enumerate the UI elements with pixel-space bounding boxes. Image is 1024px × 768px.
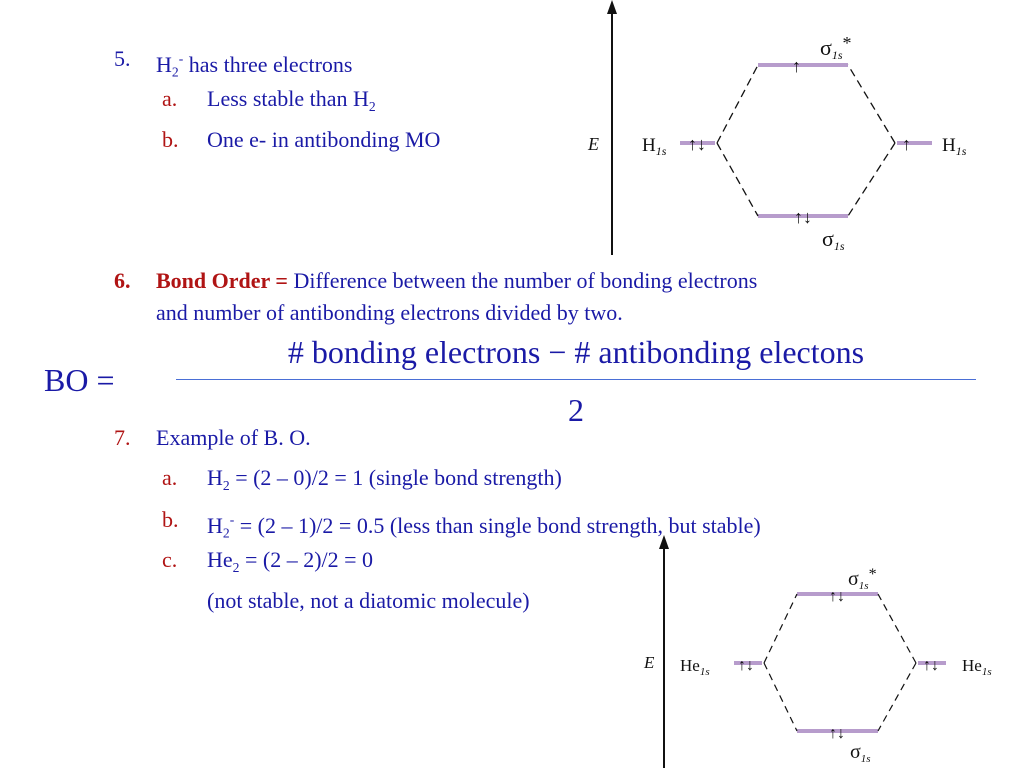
- item-5-text: H2- has three electrons: [156, 51, 353, 80]
- fraction-bar: [176, 379, 976, 380]
- item-5b-label: b.: [162, 127, 179, 152]
- energy-axis-label: E: [643, 653, 655, 672]
- item-5-number: 5.: [114, 46, 131, 71]
- antibonding-electron-spin: ↑: [792, 56, 801, 76]
- item-5: 5.: [114, 46, 131, 72]
- item-7-text: Example of B. O.: [156, 425, 311, 450]
- item-7-number: 7.: [114, 425, 131, 450]
- antibonding-orbital-label: σ1s*: [820, 33, 852, 62]
- left-electron-spin: ↑↓: [738, 657, 754, 674]
- item-6-text: Bond Order = Difference between the numb…: [156, 268, 758, 293]
- item-6-text-line2: and number of antibonding electrons divi…: [156, 300, 623, 325]
- bonding-electron-spin: ↑↓: [829, 725, 845, 742]
- correlation-lines: [716, 64, 896, 217]
- bonding-orbital-label: σ1s: [850, 741, 871, 765]
- energy-axis-arrow: [659, 535, 669, 549]
- left-electron-spin: ↑↓: [688, 134, 706, 154]
- item-7c-label: c.: [162, 547, 178, 572]
- bonding-electron-spin: ↑↓: [794, 207, 812, 227]
- item-7a-label: a.: [162, 465, 178, 490]
- left-atom-label: He1s: [680, 656, 710, 678]
- equation-numerator: # bonding electrons − # antibonding elec…: [287, 334, 865, 370]
- right-atom-label: H1s: [942, 135, 967, 158]
- item-7b-label: b.: [162, 507, 179, 532]
- item-7a-text: H2 = (2 – 0)/2 = 1 (single bond strength…: [207, 465, 562, 493]
- item-7b-text: H2- = (2 – 1)/2 = 0.5 (less than single …: [207, 512, 761, 541]
- energy-axis-arrow: [607, 0, 617, 14]
- item-5a-text: Less stable than H2: [207, 86, 376, 114]
- antibonding-orbital-label: σ1s*: [848, 566, 877, 592]
- equation-lhs: BO =: [44, 362, 115, 398]
- item-5b-text: One e- in antibonding MO: [207, 127, 441, 152]
- correlation-lines: [763, 593, 917, 732]
- mo-diagram-h2-anion: E H1s H1s ↑↓ ↑ ↑ ↑↓ σ1s* σ1s: [587, 0, 967, 255]
- bonding-orbital-label: σ1s: [822, 226, 845, 253]
- energy-axis-label: E: [587, 134, 599, 154]
- item-7c-text: He2 = (2 – 2)/2 = 0: [207, 547, 374, 575]
- right-atom-label: He1s: [962, 656, 992, 678]
- item-5a-label: a.: [162, 86, 178, 111]
- mo-diagram-he2: E He1s He1s ↑↓ ↑↓ ↑↓ ↑↓ σ1s* σ1s: [643, 535, 992, 768]
- antibonding-electron-spin: ↑↓: [829, 588, 845, 605]
- equation-denominator: 2: [568, 392, 584, 428]
- right-electron-spin: ↑↓: [923, 657, 939, 674]
- item-7c-note: (not stable, not a diatomic molecule): [207, 588, 530, 613]
- item-6-number: 6.: [114, 268, 131, 293]
- left-atom-label: H1s: [642, 135, 667, 158]
- right-electron-spin: ↑: [902, 134, 911, 154]
